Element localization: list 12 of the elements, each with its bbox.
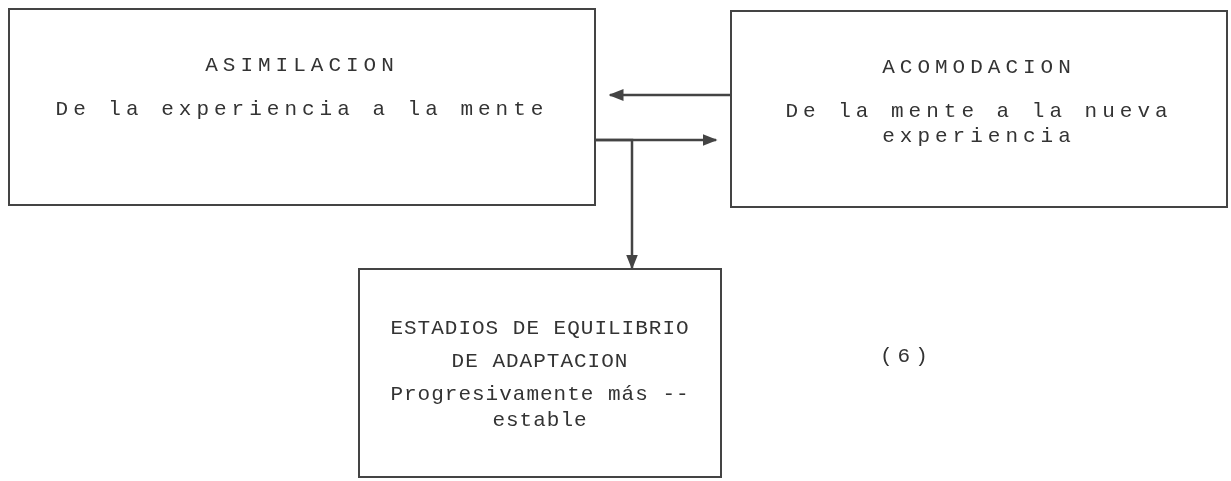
box-text: De la mente a la nueva experiencia bbox=[784, 98, 1174, 149]
box-heading: ESTADIOS DE EQUILIBRIO DE ADAPTACION bbox=[389, 316, 691, 375]
arrow bbox=[608, 89, 730, 101]
box-heading: ASIMILACION bbox=[205, 53, 399, 79]
process-box bbox=[358, 268, 722, 478]
process-box bbox=[730, 10, 1228, 208]
box-text: Progresivamente más -- estable bbox=[389, 382, 691, 433]
box-text: De la experiencia a la mente bbox=[55, 96, 549, 122]
arrow bbox=[596, 138, 638, 270]
process-box bbox=[8, 8, 596, 206]
box-heading: ACOMODACION bbox=[882, 55, 1076, 81]
figure-number: (6) bbox=[880, 345, 933, 368]
